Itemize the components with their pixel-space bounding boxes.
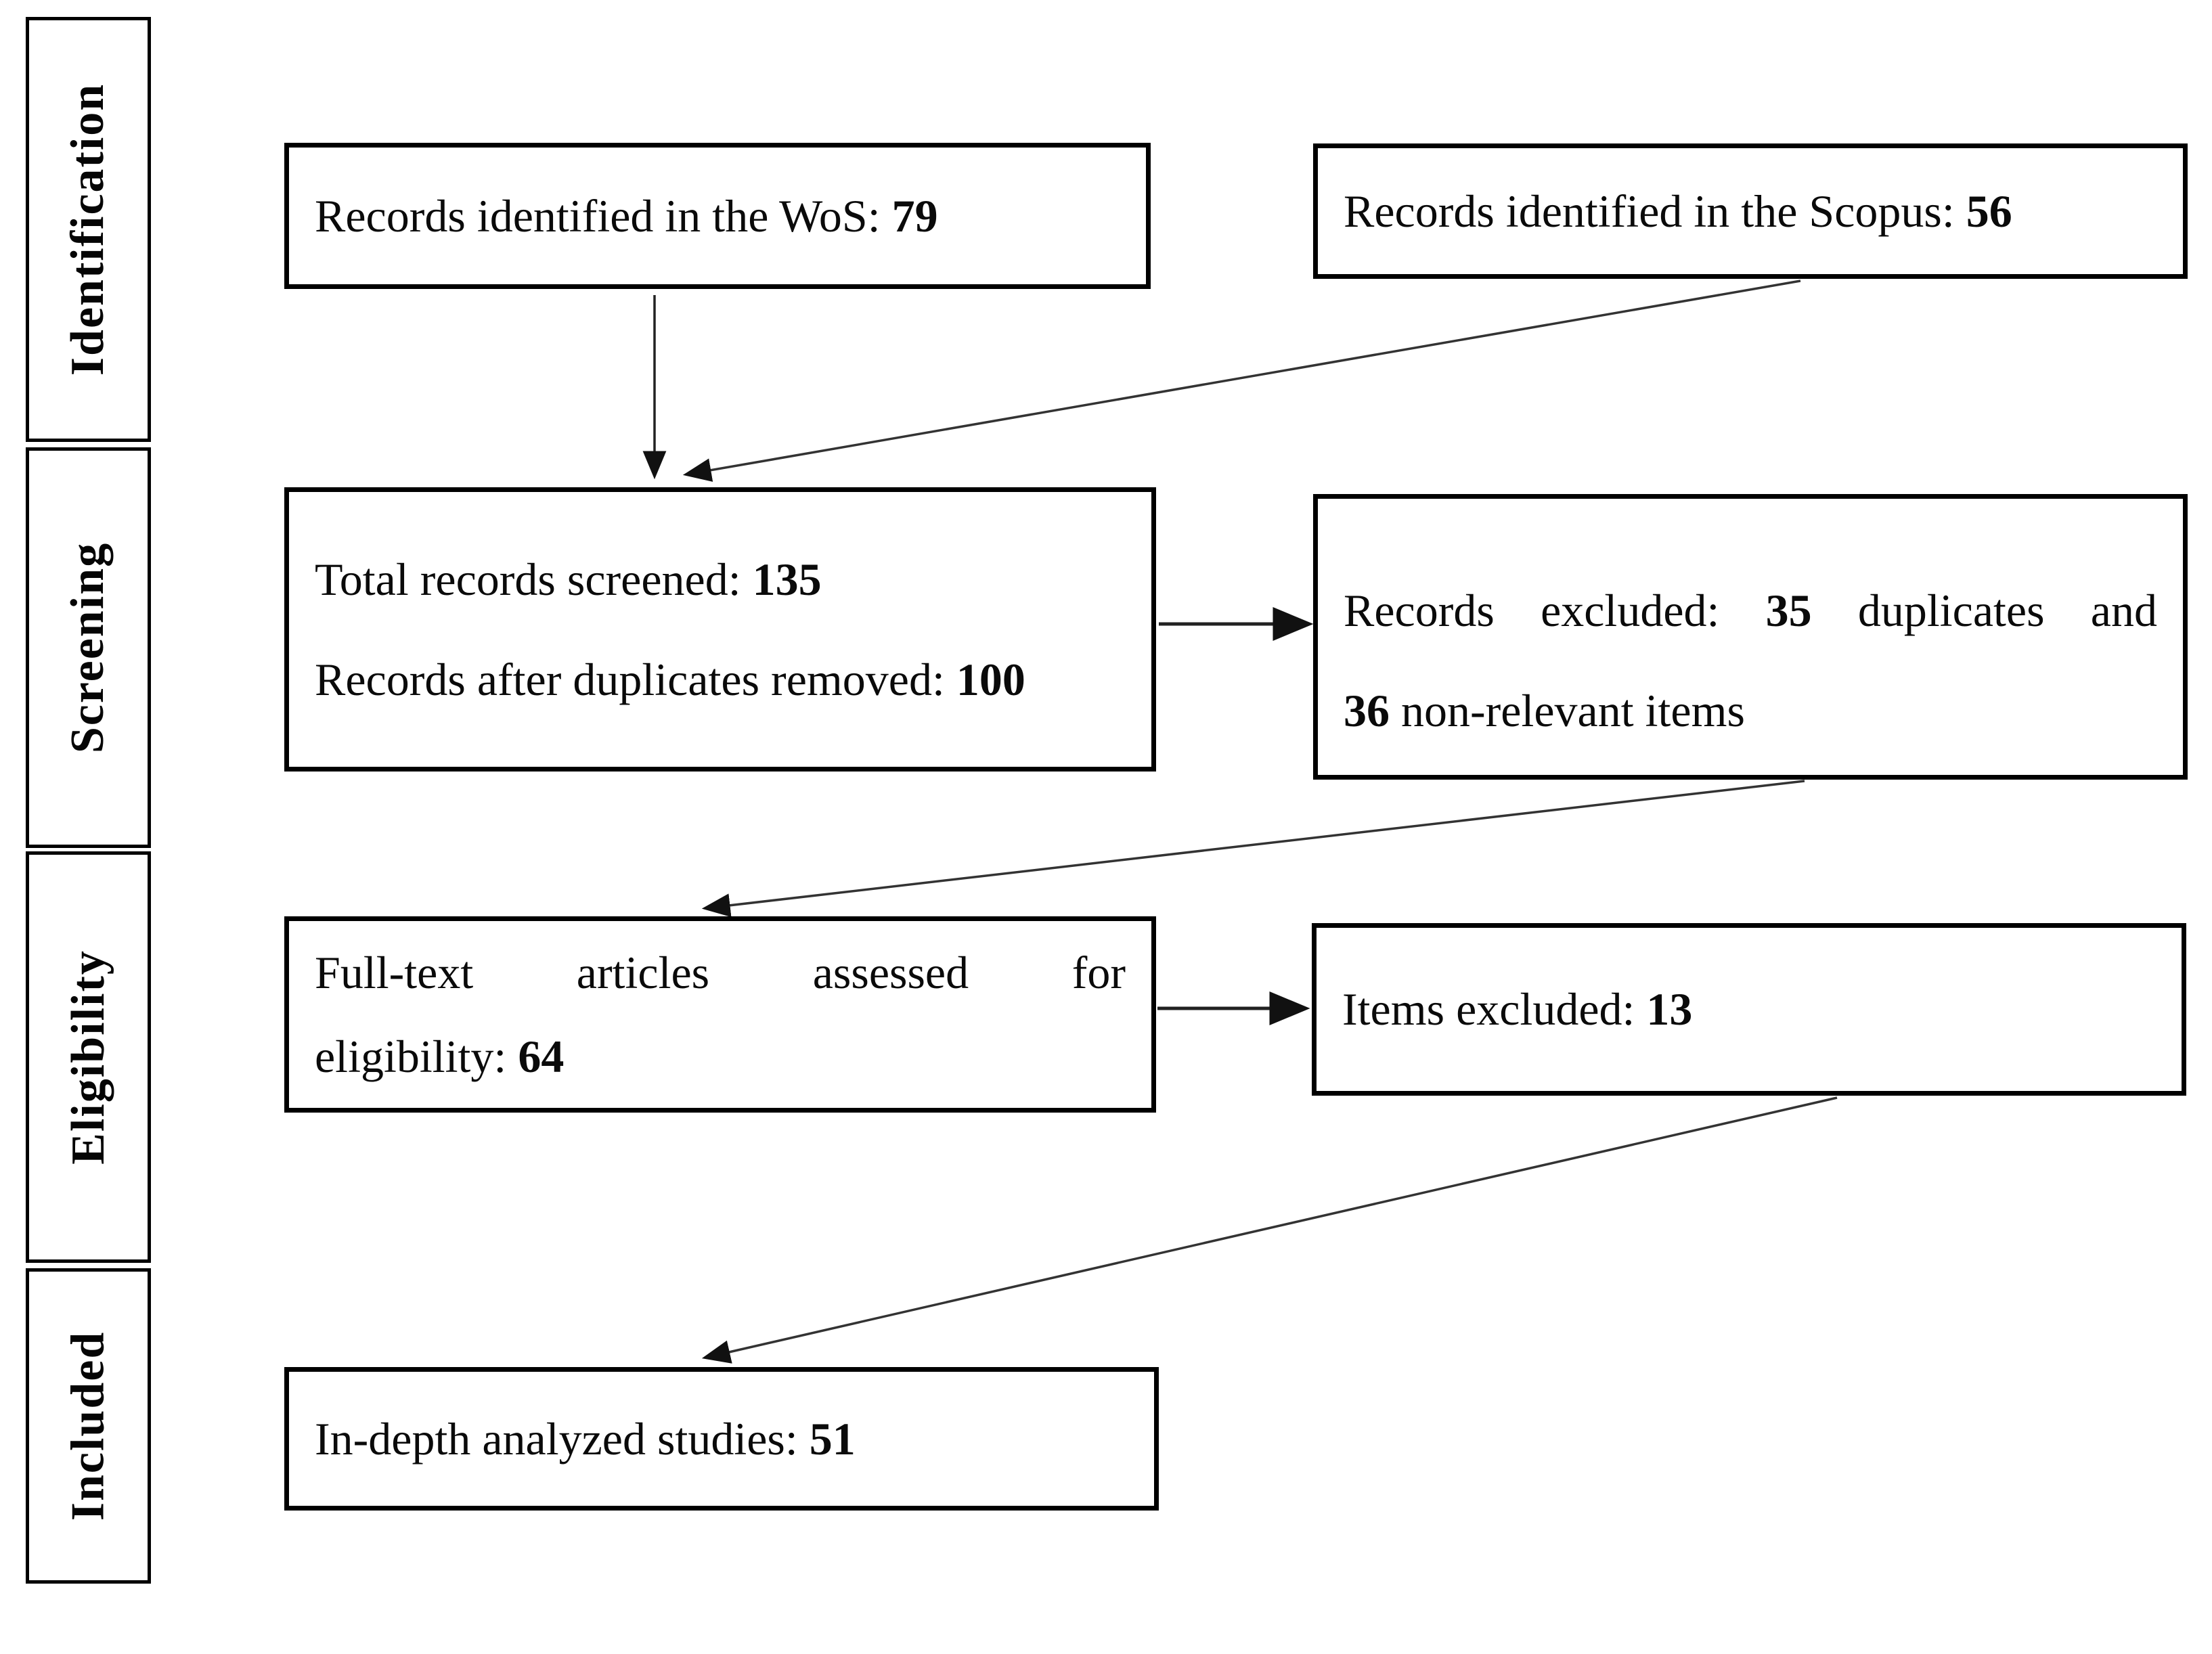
box-text-line: Records identified in the Scopus: 56 [1344,185,2157,238]
box-text-line: eligibility: 64 [315,1030,1126,1083]
box-text-line: Items excluded: 13 [1342,983,2156,1035]
box-text-line: Total records screened: 135 [315,553,1126,606]
sidebar-label-identification: Identification [62,83,114,376]
sidebar-label-screening: Screening [62,541,114,754]
arrow-items-excluded-to-included-icon [701,1096,1838,1364]
box-text-line: 36 non-relevant items [1344,684,2157,737]
box-text-line: Full-text articles assessed for [315,946,1126,999]
box-in-depth-analyzed: In-depth analyzed studies: 51 [284,1367,1159,1511]
box-text-segment: Full-text [315,946,474,998]
box-text-line: Records identified in the WoS: 79 [315,189,1120,242]
box-fulltext-assessed: Full-text articles assessed for eligibility:… [284,916,1156,1113]
box-text-segment: 100 [956,654,1025,705]
box-text-segment: assessed [812,946,969,998]
sidebar-section-eligibility: Eligibility [26,851,151,1263]
box-text-segment: Records identified in the WoS: [315,189,892,242]
box-records-identified-scopus: Records identified in the Scopus: 56 [1313,143,2188,279]
box-text-segment: 56 [1966,185,2012,237]
arrow-scopus-to-screened-icon [682,280,1801,482]
box-text-segment: Records after duplicates removed: [315,654,956,705]
box-text-segment: Records [1344,584,1495,636]
box-records-identified-wos: Records identified in the WoS: 79 [284,143,1151,289]
arrow-excluded-to-fulltext-icon [701,780,1805,918]
sidebar-section-included: Included [26,1268,151,1584]
box-text-line: In-depth analyzed studies: 51 [315,1412,1128,1465]
box-text-segment: eligibility: [315,1031,518,1082]
box-items-excluded: Items excluded: 13 [1312,923,2186,1096]
box-text-segment: 13 [1646,983,1693,1035]
sidebar-label-eligibility: Eligibility [62,949,114,1165]
box-text-segment: 36 [1344,685,1390,736]
box-text-segment: excluded: [1541,584,1720,636]
box-text-segment: Total records screened: [315,553,753,605]
box-text-segment: 79 [891,189,938,242]
box-text-segment: 135 [752,553,822,605]
box-text-segment: for [1071,946,1126,998]
box-text-segment: articles [576,946,710,998]
box-text-segment: non-relevant items [1390,685,1745,736]
box-records-excluded-screening: Records excluded: 35 duplicates and 36 non-re… [1313,494,2188,780]
box-text-line: Records after duplicates removed: 100 [315,653,1126,706]
box-text-segment: Items excluded: [1342,983,1647,1035]
box-text-segment: In-depth analyzed studies: [315,1412,810,1465]
sidebar-section-identification: Identification [26,17,151,442]
box-text-segment: and [2090,584,2157,636]
box-text-segment: duplicates [1857,584,2045,636]
sidebar-section-screening: Screening [26,447,151,848]
box-text-line: Records excluded: 35 duplicates and [1344,584,2157,637]
box-text-segment: 35 [1765,584,1812,636]
box-text-segment: 51 [809,1412,856,1465]
box-text-segment: 64 [518,1031,565,1082]
sidebar-label-included: Included [62,1331,114,1521]
box-text-segment: Records identified in the Scopus: [1344,185,1966,237]
